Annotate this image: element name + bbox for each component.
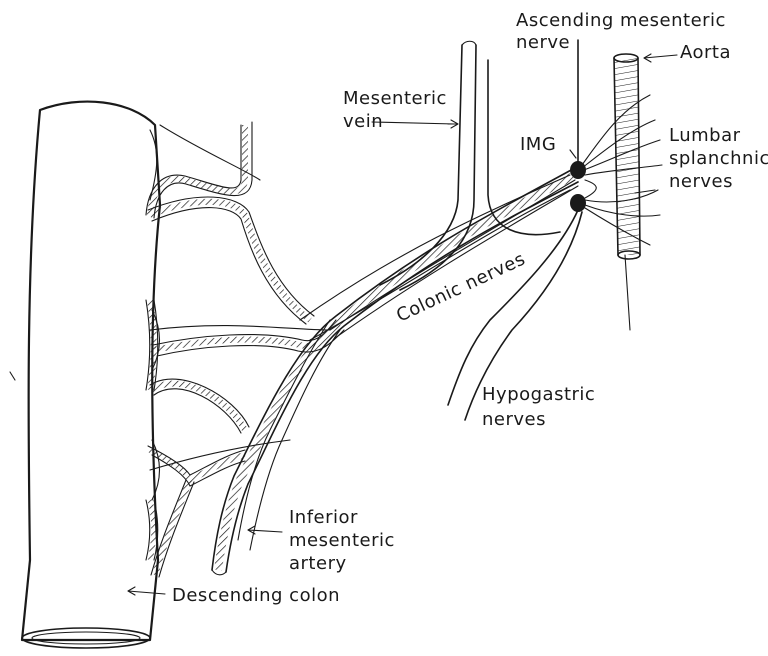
- label-vein: vein: [343, 111, 383, 132]
- label-hypogastric-nerves: nerves: [482, 409, 546, 430]
- label-aorta: Aorta: [680, 42, 731, 63]
- descending-colon: [22, 102, 160, 648]
- label-hypogastric: Hypogastric: [482, 384, 595, 405]
- label-lumbar-nerves: nerves: [669, 171, 733, 192]
- inferior-mesenteric-artery-vessel: [212, 169, 578, 575]
- label-artery: artery: [289, 553, 347, 574]
- label-splanchnic: splanchnic: [669, 148, 768, 169]
- label-lumbar: Lumbar: [669, 125, 741, 146]
- label-ascending-nerve: nerve: [516, 32, 570, 53]
- label-img: IMG: [520, 134, 556, 155]
- stray-mark: [10, 372, 15, 380]
- label-ascending-mesenteric: Ascending mesenteric: [516, 10, 726, 31]
- label-mesenteric: Mesenteric: [343, 88, 447, 109]
- label-descending-colon: Descending colon: [172, 585, 340, 606]
- label-inferior: Inferior: [289, 507, 358, 528]
- label-mesenteric-artery: mesenteric: [289, 530, 395, 551]
